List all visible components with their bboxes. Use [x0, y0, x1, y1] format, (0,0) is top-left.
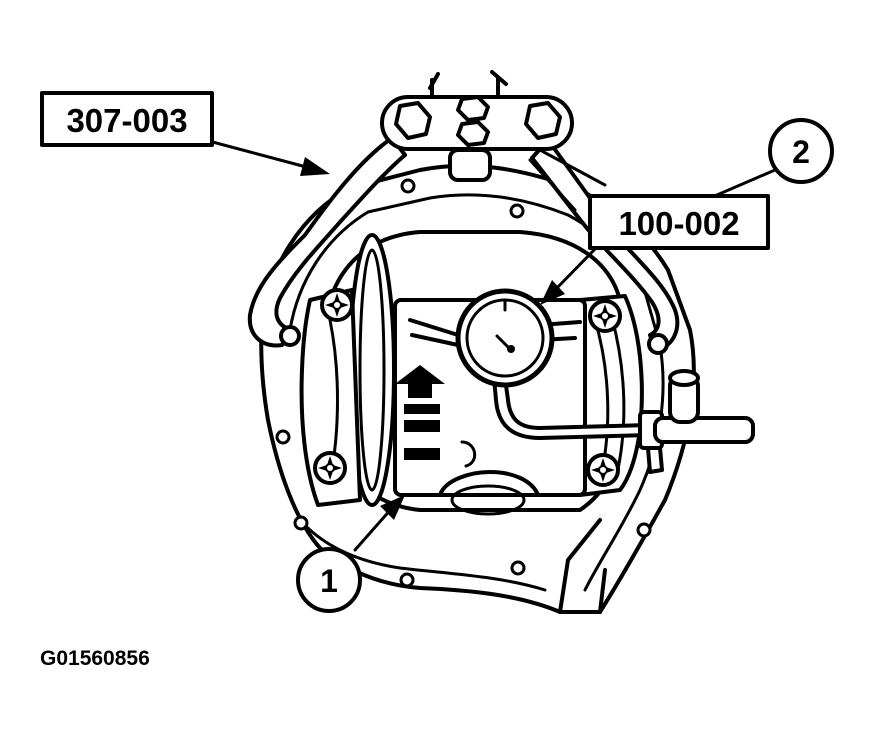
callout-1-text: 1 [320, 563, 338, 599]
label-100-002-text: 100-002 [618, 205, 739, 242]
carrier-markings [395, 365, 477, 468]
callout-2: 2 [768, 118, 834, 184]
dial-indicator-100-002 [408, 288, 755, 474]
label-307-003: 307-003 [40, 91, 214, 147]
leader-lines [203, 138, 777, 552]
label-100-002: 100-002 [588, 194, 770, 250]
cap-bolts [313, 288, 622, 487]
callout-2-text: 2 [792, 134, 810, 170]
figure-id: G01560856 [40, 647, 150, 670]
callout-1: 1 [296, 547, 362, 613]
label-307-003-text: 307-003 [66, 102, 187, 139]
